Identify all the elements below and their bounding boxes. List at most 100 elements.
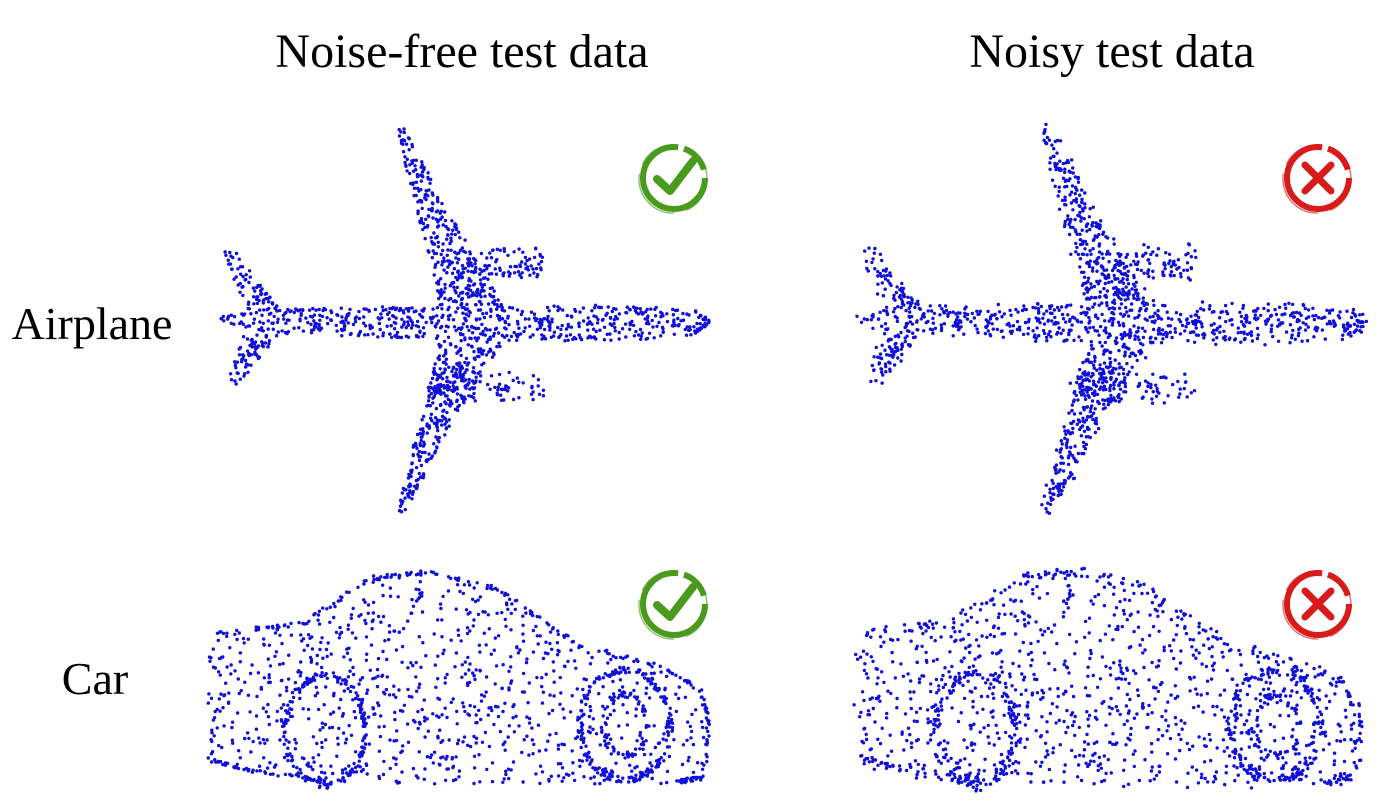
point [469,279,473,283]
point [404,307,408,311]
point [674,709,679,714]
point [428,755,433,760]
point [440,618,444,622]
point [1063,436,1067,440]
point [445,410,449,415]
point [581,319,586,323]
point [1036,307,1041,311]
point [432,366,436,371]
point [437,291,442,295]
point [373,307,378,312]
point [347,590,351,595]
point [606,305,610,309]
point [365,688,370,692]
point [1113,358,1117,362]
point [368,323,372,327]
point [468,629,472,633]
point [446,248,450,252]
point [1223,303,1228,308]
point [1239,663,1243,667]
point [1197,315,1201,320]
point [1079,338,1083,343]
point [608,674,612,679]
point [528,335,532,339]
column-header-noisy: Noisy test data [969,25,1255,78]
point [463,250,468,254]
point [333,604,337,609]
point [883,322,888,326]
point [467,583,472,587]
point [681,311,685,316]
point [1043,129,1047,134]
point [638,730,643,735]
point [466,343,470,347]
point [997,310,1002,314]
point [249,312,253,316]
point [341,776,345,780]
point [592,775,596,779]
point [300,639,304,643]
point [697,775,702,780]
point [665,780,669,785]
point [421,429,425,434]
point [1144,308,1148,313]
point [331,671,336,675]
point [700,326,704,330]
point [1015,327,1020,332]
point [397,335,401,339]
point [556,774,561,778]
point [1061,485,1066,489]
point [450,281,454,285]
point [985,324,989,328]
point [454,223,458,227]
point [417,471,421,476]
point [1000,315,1004,319]
point [1087,351,1091,356]
point [1269,314,1273,318]
point [908,732,912,737]
point [248,343,252,348]
point [581,687,585,692]
point [403,496,407,500]
point [257,764,262,768]
point [493,586,498,591]
point [1104,326,1108,330]
point [1215,336,1219,340]
point [527,716,532,721]
point [424,320,428,325]
point [468,311,472,315]
point [1173,684,1177,688]
point [312,319,316,323]
point [450,260,454,265]
point [548,693,552,697]
point [582,775,586,779]
point [365,772,369,776]
point [284,321,288,325]
point [1088,259,1092,263]
point [1111,732,1115,736]
point [1189,266,1194,271]
point [880,381,884,385]
point [414,587,418,591]
point [507,669,511,673]
point [364,658,369,662]
point [472,754,477,758]
point [654,305,658,310]
point [450,271,455,275]
point [430,201,435,205]
point [602,325,607,329]
point [515,338,519,342]
point [381,331,386,335]
point [648,662,652,667]
point [371,706,375,710]
point [319,665,324,670]
point [1228,318,1232,323]
point [304,316,308,320]
point [445,271,449,275]
point [1050,319,1054,323]
point [1204,664,1209,669]
point [479,302,484,306]
point [266,319,270,323]
point [351,322,356,327]
point [978,608,983,612]
